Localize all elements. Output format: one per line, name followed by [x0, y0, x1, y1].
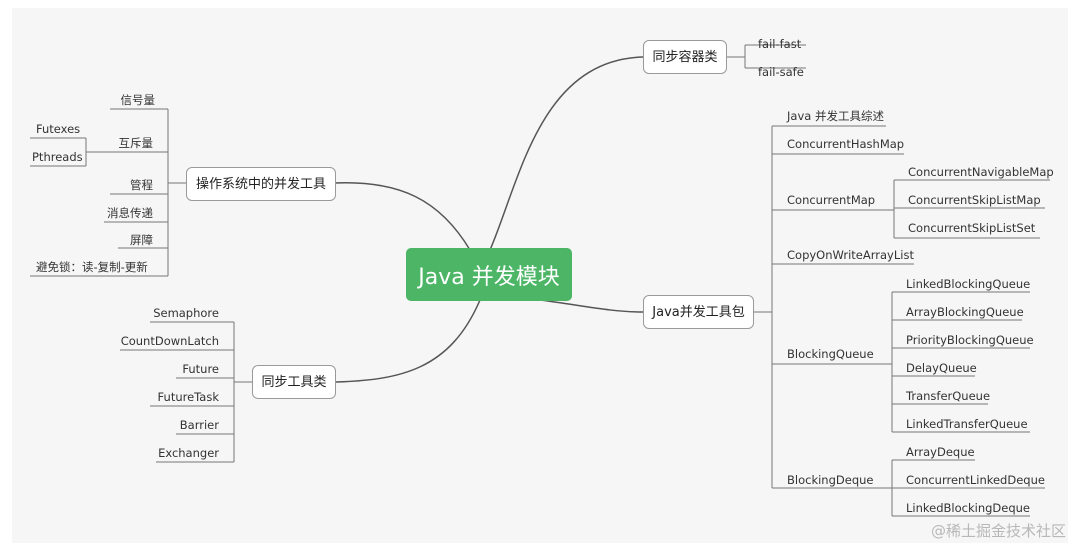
leaf-copyonwritearraylist[interactable]: CopyOnWriteArrayList [787, 248, 914, 262]
leaf-countdownlatch[interactable]: CountDownLatch [120, 334, 219, 348]
leaf-concurrentskiplistmap[interactable]: ConcurrentSkipListMap [908, 193, 1041, 207]
branch-sync-containers[interactable]: 同步容器类 [643, 40, 727, 74]
leaf-concurrentnavigablemap[interactable]: ConcurrentNavigableMap [908, 165, 1054, 179]
leaf-semaphore[interactable]: Semaphore [153, 306, 219, 320]
connector-root-os-tools [333, 181, 471, 251]
leaf-exchanger[interactable]: Exchanger [158, 446, 219, 460]
leaf-linkedtransferqueue[interactable]: LinkedTransferQueue [906, 417, 1028, 431]
leaf-concurrentlinkeddeque[interactable]: ConcurrentLinkedDeque [906, 473, 1045, 487]
leaf-linkedblockingdeque[interactable]: LinkedBlockingDeque [906, 501, 1030, 515]
leaf-fail-fast[interactable]: fail-fast [758, 37, 802, 51]
leaf-future[interactable]: Future [182, 362, 219, 376]
connector-root-juc [539, 299, 644, 313]
connector-root-sync-containers [489, 56, 644, 251]
leaf-blockingdeque[interactable]: BlockingDeque [787, 473, 874, 487]
leaf-delayqueue[interactable]: DelayQueue [906, 361, 977, 375]
leaf-blockingqueue[interactable]: BlockingQueue [787, 347, 874, 361]
connector-root-sync-tools [335, 299, 481, 383]
leaf-barrier[interactable]: Barrier [179, 418, 219, 432]
branch-os-tools[interactable]: 操作系统中的并发工具 [186, 167, 336, 201]
leaf-juc-overview[interactable]: Java 并发工具综述 [787, 109, 884, 123]
leaf-arrayblockingqueue[interactable]: ArrayBlockingQueue [906, 305, 1024, 319]
root-node[interactable]: Java 并发模块 [406, 248, 572, 301]
leaf-concurrentmap[interactable]: ConcurrentMap [787, 193, 876, 207]
leaf-rcu-cn[interactable]: 避免锁：读-复制-更新 [36, 260, 148, 274]
leaf-arraydeque[interactable]: ArrayDeque [906, 445, 975, 459]
leaf-linkedblockingqueue[interactable]: LinkedBlockingQueue [906, 277, 1031, 291]
leaf-monitor-cn[interactable]: 管程 [130, 178, 153, 192]
leaf-message-passing-cn[interactable]: 消息传递 [107, 206, 153, 220]
leaf-pthreads[interactable]: Pthreads [32, 150, 83, 164]
leaf-futuretask[interactable]: FutureTask [157, 390, 219, 404]
branch-sync-tools[interactable]: 同步工具类 [252, 365, 336, 399]
leaf-transferqueue[interactable]: TransferQueue [906, 389, 991, 403]
leaf-semaphore-cn[interactable]: 信号量 [120, 93, 156, 107]
leaf-concurrentskiplistset[interactable]: ConcurrentSkipListSet [908, 221, 1036, 235]
leaf-priorityblockingqueue[interactable]: PriorityBlockingQueue [906, 333, 1034, 347]
leaf-mutex-cn[interactable]: 互斥量 [118, 136, 154, 150]
watermark: @稀土掘金技术社区 [930, 522, 1066, 540]
branch-juc[interactable]: Java并发工具包 [643, 295, 754, 329]
leaf-barrier-cn[interactable]: 屏障 [130, 233, 153, 247]
leaf-fail-safe[interactable]: fail-safe [758, 65, 804, 79]
leaf-concurrenthashmap[interactable]: ConcurrentHashMap [787, 137, 905, 151]
leaf-futexes[interactable]: Futexes [36, 122, 81, 136]
